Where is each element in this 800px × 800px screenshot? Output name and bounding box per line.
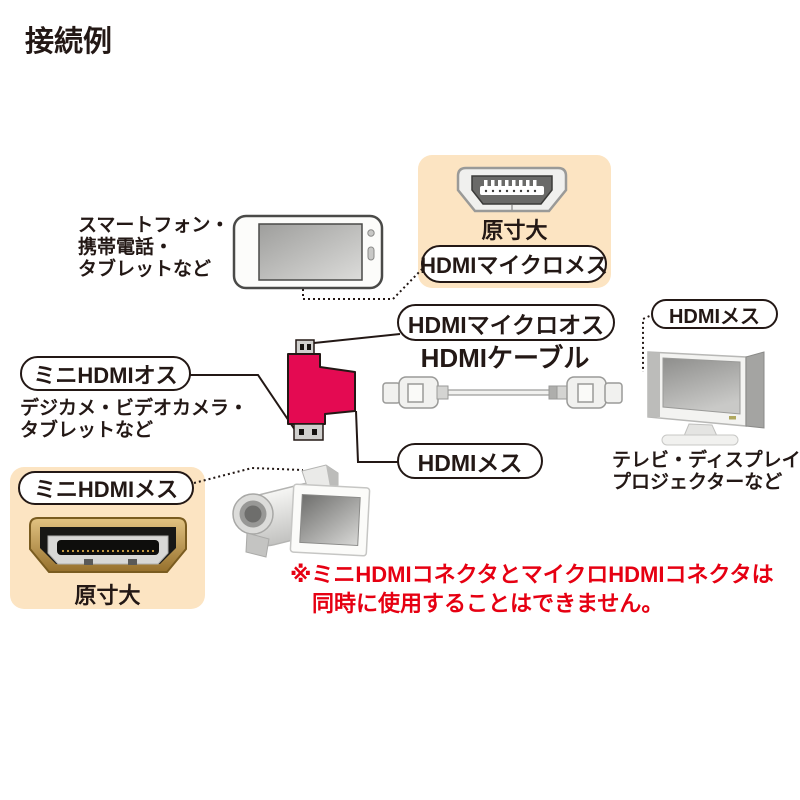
adapter-body xyxy=(287,353,356,425)
actual-size-label-micro: 原寸大 xyxy=(481,218,548,243)
camera-label-line1: デジカメ・ビデオカメラ・ xyxy=(20,398,249,419)
warning-line2: 同時に使用することはできません。 xyxy=(312,591,664,616)
bubble-mini-hdmi-male: ミニHDMIオス xyxy=(20,356,191,391)
actual-size-label-mini: 原寸大 xyxy=(74,583,141,608)
tv-illustration xyxy=(647,351,765,446)
display-label-line1: テレビ・ディスプレイ xyxy=(612,450,800,471)
line-phone-to-micro-female xyxy=(302,265,426,300)
mini-hdmi-female-photo xyxy=(29,517,187,573)
video-camera-illustration xyxy=(232,464,371,558)
camera-lcd xyxy=(289,483,371,557)
bubble-hdmi-female-center: HDMIメス xyxy=(397,443,543,479)
smartphone-label-line1: スマートフォン・ xyxy=(78,215,230,236)
line-mini-female-to-camera xyxy=(193,466,304,484)
tv-screen xyxy=(662,357,741,415)
bubble-hdmi-micro-male: HDMIマイクロオス xyxy=(397,304,615,341)
adapter-mini-male-plug xyxy=(293,423,324,441)
hdmi-cable-illustration xyxy=(382,376,623,409)
mini-hdmi-pins xyxy=(61,549,155,553)
line-mini-male-to-adapter xyxy=(190,374,296,431)
adapter-illustration xyxy=(287,339,356,441)
warning-note: ※ミニHDMIコネクタとマイクロHDMIコネクタは 同時に使用することはできませ… xyxy=(290,560,774,618)
page-title: 接続例 xyxy=(25,26,113,58)
line-adapter-to-female xyxy=(355,410,398,463)
phone-button xyxy=(367,246,375,261)
tv-stand-base xyxy=(661,434,739,446)
bubble-hdmi-female-right: HDMIメス xyxy=(651,299,778,329)
smartphone-label-line2: 携帯電話・ xyxy=(78,237,174,258)
display-label-line2: プロジェクターなど xyxy=(612,472,783,493)
tv-stand-neck xyxy=(683,423,718,437)
tv-indicator xyxy=(729,416,736,420)
connector-lines xyxy=(190,265,655,484)
phone-camera-dot xyxy=(367,229,375,237)
line-micro-male-to-adapter xyxy=(313,333,401,344)
camera-device-label: デジカメ・ビデオカメラ・ タブレットなど xyxy=(20,398,248,442)
smartphone-label-line3: タブレットなど xyxy=(78,259,212,280)
micro-hdmi-female-photo xyxy=(456,166,568,213)
adapter-micro-male-plug xyxy=(295,339,315,356)
bubble-hdmi-micro-female: HDMIマイクロメス xyxy=(420,245,608,283)
tv-speaker xyxy=(745,351,765,429)
smartphone-illustration xyxy=(232,214,384,290)
display-device-label: テレビ・ディスプレイ プロジェクターなど xyxy=(612,450,800,494)
hdmi-cable-title: HDMIケーブル xyxy=(420,343,590,373)
smartphone-device-label: スマートフォン・ 携帯電話・ タブレットなど xyxy=(78,215,229,281)
camera-label-line2: タブレットなど xyxy=(20,420,154,441)
warning-line1: ※ミニHDMIコネクタとマイクロHDMIコネクタは xyxy=(290,562,774,587)
bubble-mini-hdmi-female: ミニHDMIメス xyxy=(18,471,194,505)
camera-foot xyxy=(245,532,270,558)
